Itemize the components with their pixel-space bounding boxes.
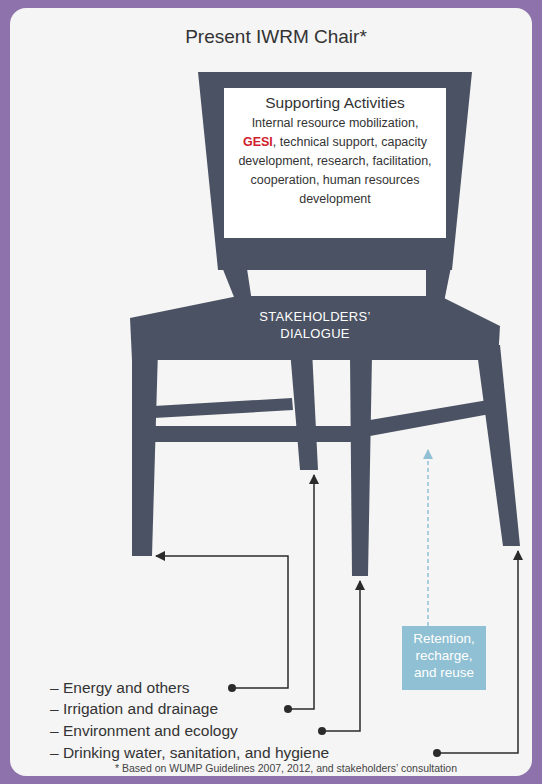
leader-dot [284,705,292,713]
diagram-title: Present IWRM Chair* [0,26,542,48]
box-text: GESI [243,135,273,149]
crossbar [370,400,490,436]
leader-line [156,556,288,688]
chair-leg [290,350,318,470]
backrest [198,72,472,270]
leg-label: – Energy and others [50,679,190,697]
leader-dot [228,684,236,692]
footnote-caption: * Based on WUMP Guidelines 2007, 2012, a… [30,762,542,774]
box-text: Internal resource mobilization, [230,115,440,132]
box-text: Retention, recharge, and reuse [406,630,482,681]
panel-background [10,8,532,776]
leader-line [322,581,360,731]
retention-box: Retention, recharge, and reuse [402,626,486,690]
leader-line [288,475,314,709]
leg-label: – Drinking water, sanitation, and hygien… [50,744,329,762]
leader-dot [318,727,326,735]
leader-dot [433,749,441,757]
chair-leg [132,350,158,556]
seat-text-area: STAKEHOLDERS’ DIALOGUE [245,308,385,342]
box-heading: Supporting Activities [230,94,440,112]
chair-leg [350,355,372,576]
leg-label: – Environment and ecology [50,722,238,740]
activities-panel: Supporting ActivitiesInternal resource m… [224,88,446,238]
box-text: STAKEHOLDERS’ DIALOGUE [245,308,385,342]
chair-leg [476,345,520,546]
seat-polygon [130,296,500,360]
crossbar [152,426,352,442]
crossbar [154,398,293,418]
dashed-arrow [427,450,429,626]
leg-label: – Irrigation and drainage [50,700,218,718]
seat-shape: STAKEHOLDERS’ DIALOGUE [130,294,502,362]
